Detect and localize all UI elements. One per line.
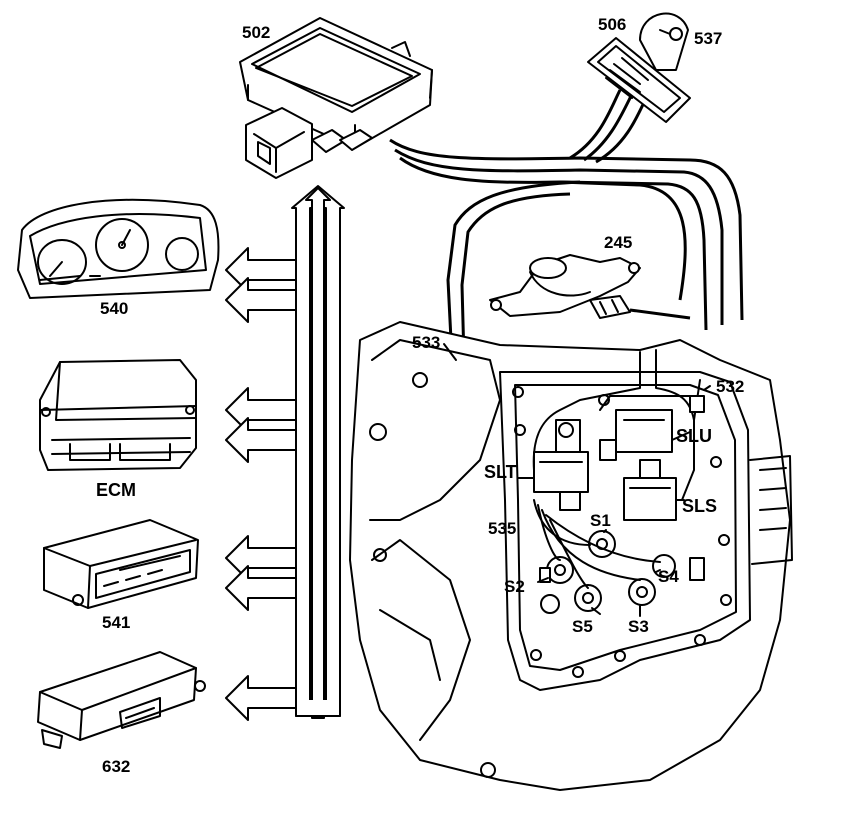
ecm-module <box>39 359 197 471</box>
label-s1: S1 <box>590 511 611 530</box>
instrument-cluster-540 <box>17 198 220 299</box>
label-541: 541 <box>102 613 130 632</box>
label-533: 533 <box>412 333 440 352</box>
arrow-to-540 <box>225 247 297 293</box>
communication-bus <box>291 185 345 719</box>
range-sensor-245 <box>489 254 691 320</box>
label-502: 502 <box>242 23 270 42</box>
leader-lines <box>443 29 711 617</box>
label-537: 537 <box>694 29 722 48</box>
arrow-to-632 <box>225 675 297 721</box>
label-506: 506 <box>598 15 626 34</box>
shifter-assembly-506 <box>587 12 691 123</box>
solenoid-s3 <box>628 578 656 606</box>
label-s4: S4 <box>658 567 679 586</box>
internal-wiring <box>532 349 705 589</box>
label-ecm: ECM <box>96 480 136 500</box>
solenoid-slt <box>533 419 589 493</box>
arrow-to-541b <box>225 565 297 611</box>
label-s5: S5 <box>572 617 593 636</box>
solenoid-sls <box>623 459 677 521</box>
label-632: 632 <box>102 757 130 776</box>
label-535: 535 <box>488 519 516 538</box>
wiring-harness <box>389 89 744 361</box>
arrow-to-541 <box>225 535 297 581</box>
arrow-to-540b <box>225 277 297 323</box>
arrow-to-ecm-b <box>225 417 297 463</box>
climate-module-541 <box>43 519 199 609</box>
solenoid-s4 <box>652 554 705 581</box>
label-s3: S3 <box>628 617 649 636</box>
label-245: 245 <box>604 233 632 252</box>
label-540: 540 <box>100 299 128 318</box>
tcm-module-502 <box>239 17 433 179</box>
solenoid-slu <box>599 409 673 461</box>
label-s2: S2 <box>504 577 525 596</box>
label-slt: SLT <box>484 462 517 482</box>
arrow-to-632b <box>295 700 341 717</box>
label-slu: SLU <box>676 426 712 446</box>
label-532: 532 <box>716 377 744 396</box>
label-sls: SLS <box>682 496 717 516</box>
arrow-to-ecm <box>225 387 297 433</box>
solenoid-s5 <box>540 584 602 614</box>
module-632 <box>37 651 206 749</box>
